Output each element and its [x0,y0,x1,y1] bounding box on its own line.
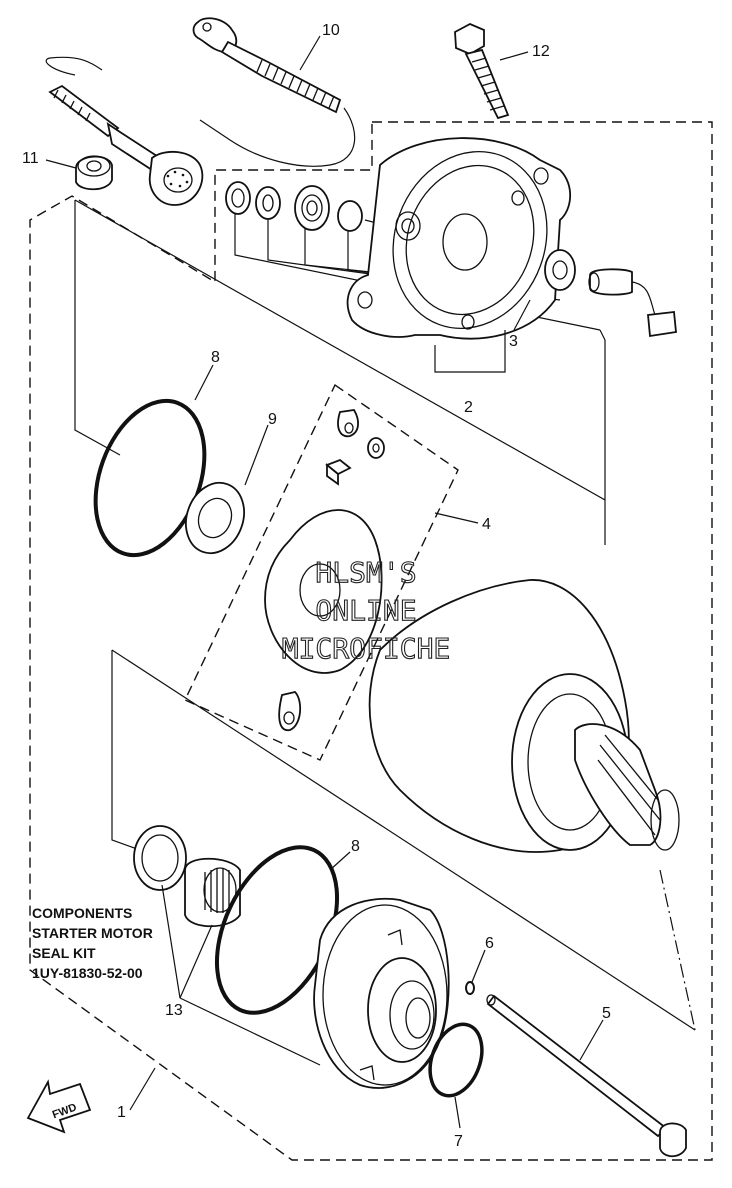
part-4-brush-holder [264,409,385,731]
callout-numbers: 10 12 11 3 2 8 9 4 8 6 5 13 7 1 [22,22,611,1150]
callout-2: 2 [464,399,473,416]
callout-12: 12 [532,43,550,60]
callout-3: 3 [509,333,518,350]
kit-note-line-3: SEAL KIT [32,945,96,961]
part-3-terminal [544,249,677,338]
callout-7: 7 [454,1133,463,1150]
callout-1: 1 [117,1104,126,1121]
part-5-through-bolt [486,994,687,1158]
part-10-lead-wire [45,17,356,206]
watermark-line-1: HLSM'S [315,556,416,589]
kit-note-line-1: COMPONENTS [32,905,132,921]
callout-4: 4 [482,516,491,533]
watermark-line-3: MICROFICHE [282,632,451,665]
callout-8-upper: 8 [211,349,220,366]
part-2-rear-cover [346,137,572,340]
watermark: HLSM'S ONLINE MICROFICHE [281,555,451,665]
callout-8-lower: 8 [351,838,360,855]
fwd-arrow-icon: FWD [26,1079,92,1134]
assembly-outline-main [29,121,713,1161]
part-12-bolt [454,23,510,120]
part-9-washer [185,481,245,555]
callout-6: 6 [485,935,494,952]
callout-13: 13 [165,1002,183,1019]
brush-holder-outline [184,383,459,761]
seal-kit-note: COMPONENTS STARTER MOTOR SEAL KIT 1UY-81… [32,905,153,981]
callout-9: 9 [268,411,277,428]
callout-5: 5 [602,1005,611,1022]
part-1-front-cover [313,897,450,1089]
callout-10: 10 [322,22,340,39]
seal-washer-set [225,181,363,232]
part-7-o-ring [428,1022,484,1098]
callout-leaders [45,35,604,1129]
watermark-line-2: ONLINE [315,594,416,627]
kit-note-line-2: STARTER MOTOR [32,925,153,941]
part-6-o-ring [465,981,475,995]
kit-note-line-4: 1UY-81830-52-00 [32,965,143,981]
part-11-nut [75,155,113,191]
part-13-bearing [133,825,241,928]
motor-yoke-armature [368,579,680,853]
callout-11: 11 [22,150,39,167]
